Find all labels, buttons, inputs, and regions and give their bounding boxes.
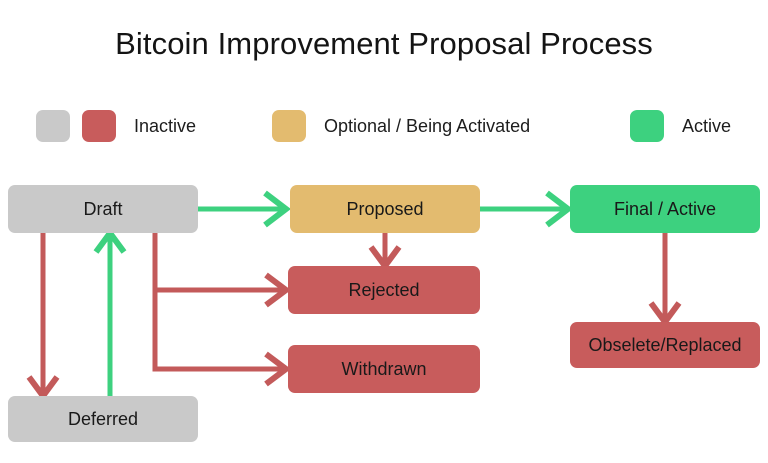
edge-proposed-to-rejected xyxy=(368,233,402,272)
legend-swatch-red xyxy=(82,110,116,142)
legend-item-optional: Optional / Being Activated xyxy=(272,109,530,143)
node-draft[interactable]: Draft xyxy=(8,185,198,233)
edge-final-to-obselete xyxy=(648,233,682,328)
node-proposed-label: Proposed xyxy=(346,198,424,219)
legend-swatch-tan xyxy=(272,110,306,142)
node-rejected[interactable]: Rejected xyxy=(288,266,480,314)
legend-item-active: Active xyxy=(630,109,731,143)
edge-draft-to-withdrawn xyxy=(152,233,291,387)
legend-label-optional: Optional / Being Activated xyxy=(324,115,531,136)
legend-item-inactive: Inactive xyxy=(36,109,196,143)
legend-label-active: Active xyxy=(682,115,732,136)
legend-swatch-green xyxy=(630,110,664,142)
node-withdrawn-label: Withdrawn xyxy=(341,358,427,379)
node-final-active[interactable]: Final / Active xyxy=(570,185,760,233)
edge-draft-to-deferred xyxy=(26,233,60,402)
node-obselete-replaced-label: Obselete/Replaced xyxy=(588,334,742,355)
node-obselete-replaced[interactable]: Obselete/Replaced xyxy=(570,322,760,368)
node-draft-label: Draft xyxy=(83,198,123,219)
edge-draft-to-proposed xyxy=(198,190,291,228)
node-final-active-label: Final / Active xyxy=(613,198,717,219)
page-title: Bitcoin Improvement Proposal Process xyxy=(115,26,653,61)
edge-proposed-to-final xyxy=(480,190,573,228)
node-rejected-label: Rejected xyxy=(348,279,420,300)
node-proposed[interactable]: Proposed xyxy=(290,185,480,233)
legend-swatch-gray xyxy=(36,110,70,142)
edge-draft-to-rejected xyxy=(152,233,291,308)
node-deferred[interactable]: Deferred xyxy=(8,396,198,442)
node-withdrawn[interactable]: Withdrawn xyxy=(288,345,480,393)
legend-label-inactive: Inactive xyxy=(134,115,197,136)
edge-deferred-to-draft xyxy=(93,227,127,396)
node-deferred-label: Deferred xyxy=(67,408,139,429)
